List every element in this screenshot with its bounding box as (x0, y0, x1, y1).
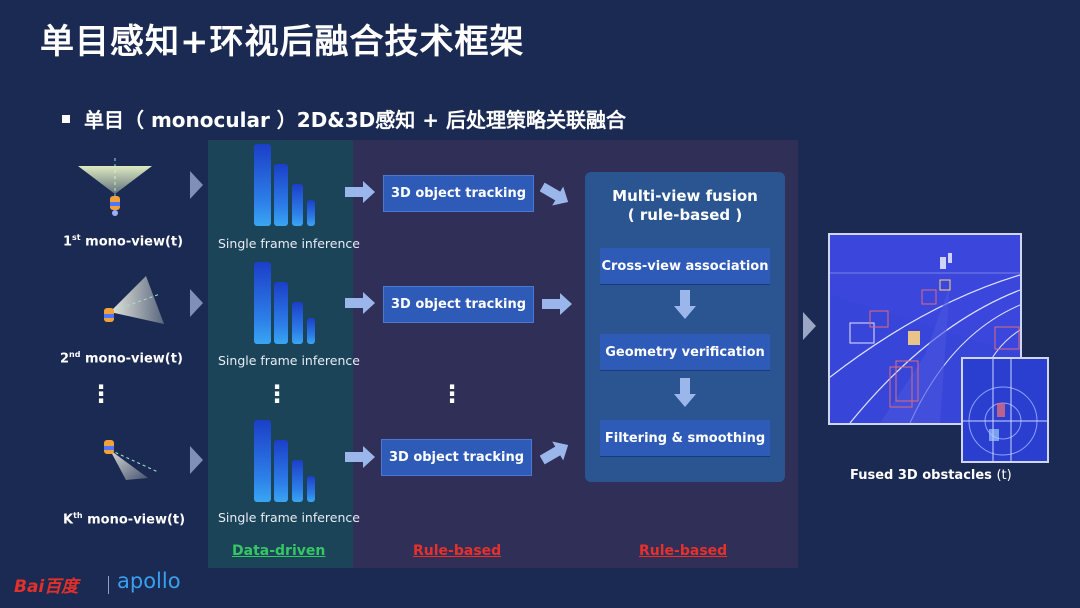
fusion-title-line2: ( rule-based ) (627, 206, 743, 224)
ellipsis-tracking: ··· (447, 373, 457, 415)
rear-camera-icon (104, 440, 159, 480)
fusion-title-line1: Multi-view fusion (612, 187, 758, 205)
cnn-network-icon (254, 420, 318, 502)
view-label-k: Kth mono-view(t) (63, 511, 186, 528)
arrow-right-icon (345, 446, 375, 468)
view-label-1: 1st mono-view(t) (63, 233, 184, 250)
cnn-network-icon (254, 262, 318, 344)
inference-label-k: Single frame inference (218, 510, 360, 525)
fusion-title: Multi-view fusion ( rule-based ) (585, 187, 785, 225)
step-filtering-smoothing: Filtering & smoothing (600, 420, 770, 456)
tracking-box-1: 3D object tracking (383, 175, 534, 212)
arrow-down-icon (674, 378, 696, 407)
data-driven-label: Data-driven (232, 543, 326, 559)
arrow-down-right-icon (540, 182, 569, 206)
bullet-point: 单目（ monocular ）2D&3D感知 + 后处理策略关联融合 (62, 104, 626, 133)
arrow-right-icon (345, 181, 375, 203)
tracking-box-2: 3D object tracking (383, 286, 534, 323)
arrow-down-icon (674, 290, 696, 319)
fused-3d-visualization (828, 233, 1022, 425)
apollo-logo: apollo (117, 569, 181, 593)
inference-label-2: Single frame inference (218, 353, 360, 368)
logo-divider (108, 576, 109, 594)
cnn-network-icon (254, 144, 318, 226)
chevron-right-icon (803, 312, 816, 340)
fused-caption-text: Fused 3D obstacles (850, 468, 992, 483)
step-cross-view-association: Cross-view association (600, 248, 770, 284)
bullet-marker (62, 114, 70, 123)
arrow-right-icon (542, 293, 572, 315)
chevron-right-icon (190, 446, 203, 474)
front-camera-icon (78, 158, 152, 216)
baidu-logo: Bai百度 (14, 577, 79, 597)
bullet-text: 单目（ monocular ）2D&3D感知 + 后处理策略关联融合 (84, 108, 626, 132)
chevron-right-icon (190, 289, 203, 317)
fused-caption-t: (t) (996, 468, 1012, 483)
ellipsis-views: ··· (96, 373, 106, 415)
ellipsis-inference: ··· (272, 373, 282, 415)
arrow-up-right-icon (540, 441, 569, 465)
side-camera-icon (104, 276, 164, 324)
slide-title: 单目感知+环视后融合技术框架 (40, 22, 525, 62)
rule-based-label-1: Rule-based (413, 543, 502, 559)
fused-caption: Fused 3D obstacles (t) (850, 468, 1012, 483)
tracking-box-k: 3D object tracking (381, 439, 532, 476)
chevron-right-icon (190, 171, 203, 199)
view-label-2: 2nd mono-view(t) (60, 350, 183, 367)
birds-eye-inset (961, 357, 1049, 463)
step-geometry-verification: Geometry verification (600, 334, 770, 370)
inference-label-1: Single frame inference (218, 236, 360, 251)
rule-based-label-2: Rule-based (639, 543, 728, 559)
arrow-right-icon (345, 292, 375, 314)
